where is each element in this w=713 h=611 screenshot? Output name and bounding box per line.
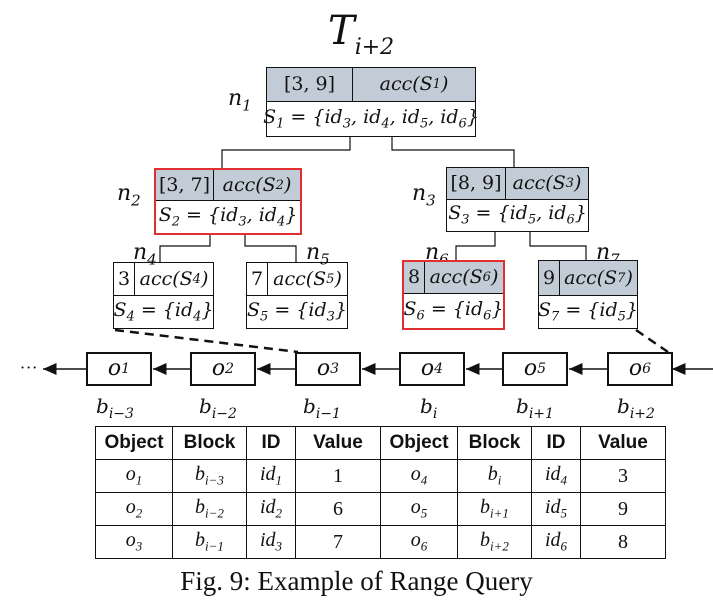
table-cell: 9 [580,492,666,526]
table-cell: o2 [95,492,173,526]
edge-n1-n3 [391,137,515,168]
table-cell: bi−1 [172,525,247,559]
n4-set-cell: S4 = {id4} [113,295,214,329]
n3-range-cell: [8, 9] [446,167,506,200]
edge-n1-n2 [221,137,351,172]
node-label-n4: n4 [133,240,157,269]
tree-title: Ti+2 [328,8,395,60]
table-cell: bi−3 [172,459,247,493]
table-cell: o6 [380,525,458,559]
node-label-n6: n6 [425,240,449,269]
table-cell: 8 [580,525,666,559]
n6-set-cell: S6 = {id6} [403,297,504,324]
block-label: bi+2 [617,394,655,422]
n2-set-cell: S2 = {id3, id4} [158,203,298,230]
table-cell: bi+2 [457,525,532,559]
block-label: bi−2 [199,394,237,422]
table-cell: bi−2 [172,492,247,526]
table-cell: o4 [380,459,458,493]
node-label-n7: n7 [596,240,620,267]
table-header-cell: Value [580,426,666,460]
node-label-n3: n3 [412,181,436,210]
table-cell: o5 [380,492,458,526]
block-label: bi+1 [516,394,554,422]
table-cell: 6 [295,492,381,526]
n1-set-cell: S1 = {id3, id4, id5, id6} [263,101,479,137]
figure-caption: Fig. 9: Example of Range Query [180,566,533,596]
table-header-cell: ID [246,426,296,460]
table-cell: 3 [580,459,666,493]
table-header-cell: Value [295,426,381,460]
table-cell: 7 [295,525,381,559]
node-label-n1: n1 [228,86,252,115]
n7-set-cell: S7 = {id5} [538,295,638,329]
table-cell: id2 [246,492,296,526]
table-cell: id5 [531,492,581,526]
table-header-cell: ID [531,426,581,460]
table-cell: id1 [246,459,296,493]
n6-highlight-border [402,260,505,330]
block-label: bi−3 [96,394,134,422]
table-cell: id6 [531,525,581,559]
n2-highlight-border [154,168,302,235]
table-cell: id3 [246,525,296,559]
dashed-link-n4-o3 [114,328,299,354]
table-cell: o3 [95,525,173,559]
chain-ellipsis: ··· [20,358,39,377]
block-label: bi [420,394,438,422]
dashed-link-n7-o6 [635,328,669,354]
table-cell: o1 [95,459,173,493]
node-label-n2: n2 [117,181,141,210]
table-cell: bi [457,459,532,493]
table-header-cell: Object [95,426,173,460]
table-header-cell: Object [380,426,458,460]
block-label: bi−1 [303,394,341,422]
edge-n3-n6 [455,231,496,262]
edge-n3-n7 [529,231,587,260]
n3-set-cell: S3 = {id5, id6} [446,199,589,232]
n6-range-cell: 8 [404,262,425,294]
edge-n2-n4 [159,235,211,262]
n2-range-cell: [3, 7] [156,170,214,201]
edge-n2-n5 [244,235,297,262]
table-cell: 1 [295,459,381,493]
n1-range-cell: [3, 9] [266,67,353,102]
n4-range-cell: 3 [113,262,135,296]
table-header-cell: Block [457,426,532,460]
table-cell: bi+1 [457,492,532,526]
n5-set-cell: S5 = {id3} [246,295,348,329]
table-cell: id4 [531,459,581,493]
n5-range-cell: 7 [246,262,268,296]
table-header-cell: Block [172,426,247,460]
n7-range-cell: 9 [538,260,560,296]
node-label-n5: n5 [306,240,330,269]
